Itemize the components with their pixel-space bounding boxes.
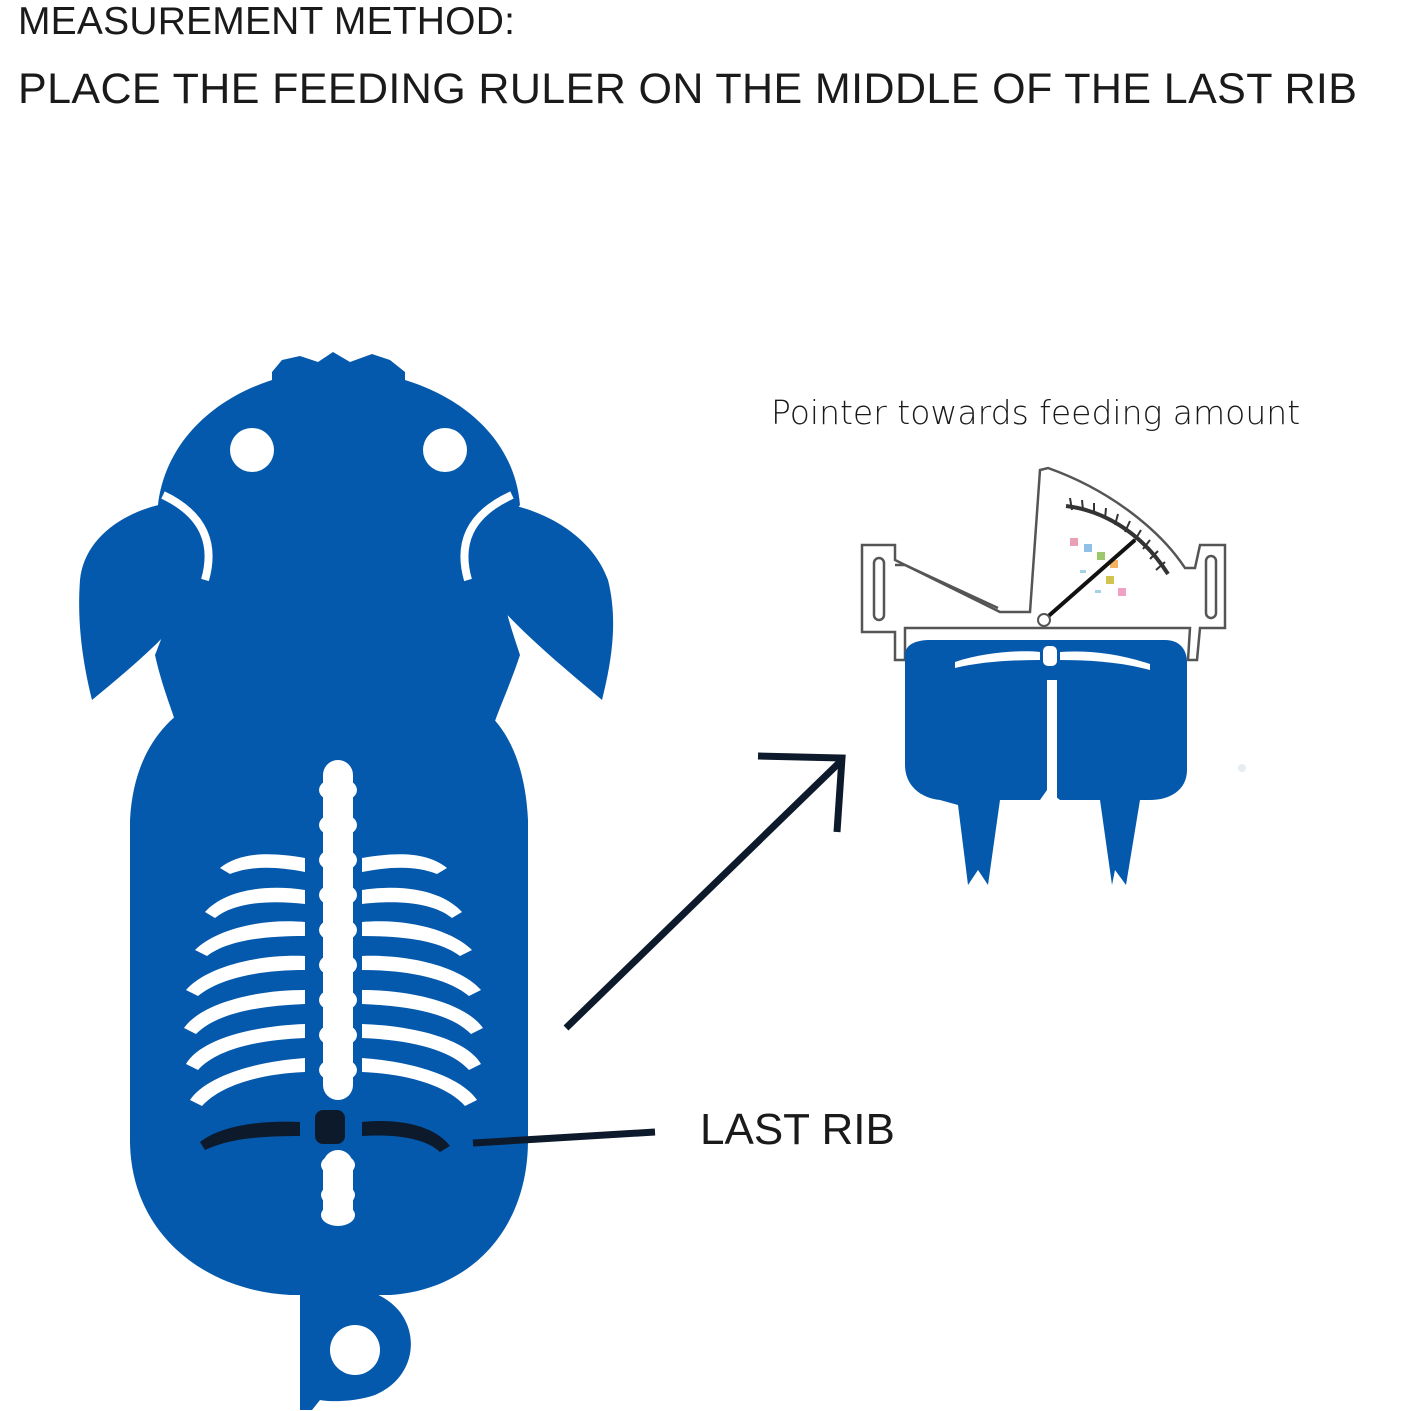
- right-ribs-icon: [362, 854, 483, 1106]
- pig-cross-section-icon: [905, 640, 1187, 885]
- last-rib-label: LAST RIB: [700, 1105, 895, 1154]
- tail-ring-icon: [330, 1325, 380, 1375]
- left-last-rib-icon: [200, 1121, 300, 1150]
- spine-icon: [319, 760, 357, 1226]
- left-eye-icon: [230, 428, 274, 472]
- ruler-pointer-needle: [1042, 538, 1137, 622]
- heading-line-1: MEASUREMENT METHOD:: [18, 0, 516, 43]
- left-ribs-icon: [184, 854, 305, 1106]
- heading-line-2: PLACE THE FEEDING RULER ON THE MIDDLE OF…: [18, 65, 1358, 113]
- feeding-ruler-icon: [860, 466, 1227, 885]
- pointer-caption: Pointer towards feeding amount: [771, 393, 1301, 432]
- right-eye-icon: [423, 428, 467, 472]
- arrow-up-right-icon: [563, 752, 846, 1031]
- feeding-color-markers: [1070, 538, 1126, 596]
- last-rib-leader-line: [472, 1128, 656, 1147]
- last-rib-marker: [315, 1110, 345, 1144]
- pig-topview-icon: [79, 352, 614, 1410]
- right-last-rib-icon: [362, 1121, 450, 1152]
